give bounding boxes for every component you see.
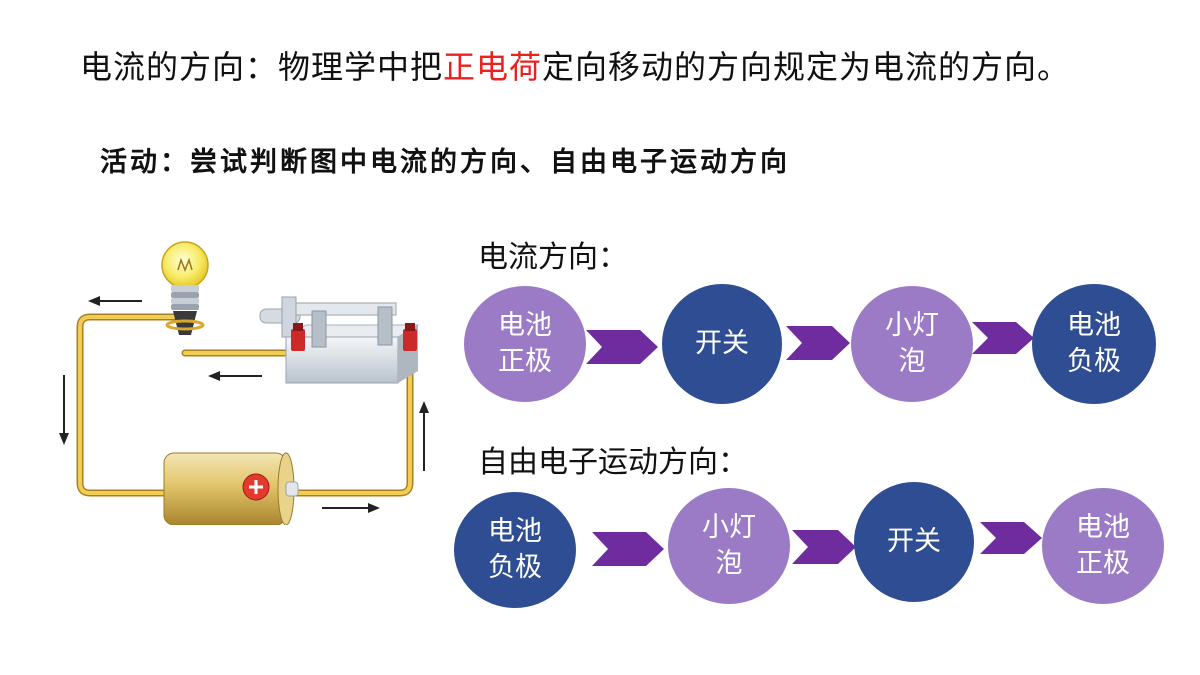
chevron-right-icon xyxy=(592,532,664,566)
current-flow-label: 电流方向： xyxy=(478,240,628,275)
electron-node-battery-positive: 电池 正极 xyxy=(1042,488,1164,604)
chevron-right-icon xyxy=(972,322,1034,354)
definition-highlight: 正电荷 xyxy=(443,48,543,86)
electron-flow-label: 自由电子运动方向： xyxy=(478,445,748,480)
knife-switch-icon xyxy=(259,296,420,384)
current-node-switch: 开关 xyxy=(662,284,782,404)
activity-prompt: 活动：尝试判断图中电流的方向、自由电子运动方向 xyxy=(100,147,790,178)
current-node-battery-negative: 电池 负极 xyxy=(1032,284,1156,404)
circuit-diagram xyxy=(59,241,429,525)
definition-suffix: 定向移动的方向规定为电流的方向。 xyxy=(542,48,1071,86)
definition-prefix: 电流的方向：物理学中把 xyxy=(80,48,444,86)
chevron-right-icon xyxy=(586,330,658,364)
current-node-battery-positive: 电池 正极 xyxy=(464,286,586,402)
electron-node-switch: 开关 xyxy=(854,482,974,602)
definition-line: 电流的方向：物理学中把正电荷定向移动的方向规定为电流的方向。 xyxy=(80,42,1070,88)
current-node-bulb: 小灯 泡 xyxy=(851,286,973,402)
chevron-right-icon xyxy=(786,326,850,360)
electron-node-battery-negative: 电池 负极 xyxy=(454,492,576,608)
arrow-icon xyxy=(59,296,429,513)
chevron-right-icon xyxy=(792,530,856,564)
light-bulb-icon xyxy=(161,241,209,335)
battery-icon xyxy=(163,452,299,525)
chevron-right-icon xyxy=(980,522,1042,554)
electron-node-bulb: 小灯 泡 xyxy=(668,488,790,604)
